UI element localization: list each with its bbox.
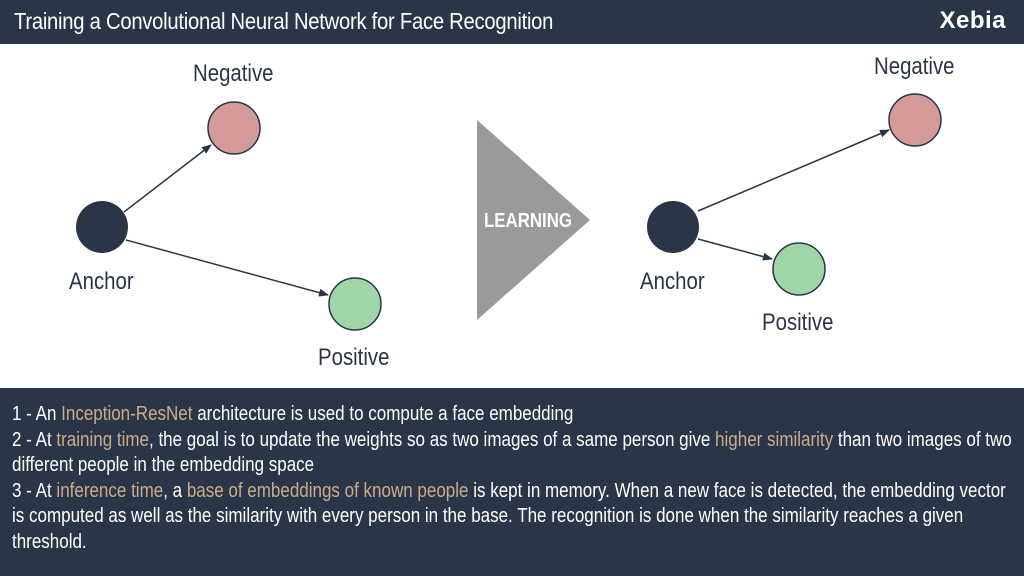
left-anchor-node xyxy=(76,201,128,253)
right-anchor-negative-arrow xyxy=(697,129,890,212)
notes-panel: 1 - An Inception-ResNet architecture is … xyxy=(0,388,1024,576)
right-positive-label: Positive xyxy=(762,309,834,336)
right-negative-node xyxy=(888,93,942,147)
note-item-2: 2 - At training time, the goal is to upd… xyxy=(12,428,1015,479)
note-2-text-mid: , the goal is to update the weights so a… xyxy=(149,428,716,451)
left-anchor-label: Anchor xyxy=(69,268,134,295)
learning-arrow-label: LEARNING xyxy=(484,210,572,232)
note-2-highlight-2: higher similarity xyxy=(715,428,834,451)
note-item-3: 3 - At inference time, a base of embeddi… xyxy=(12,479,1015,556)
xebia-logo: Xebia xyxy=(939,7,1006,35)
left-anchor-negative-arrow xyxy=(123,144,212,213)
note-3-highlight-2: base of embeddings of known people xyxy=(186,479,469,502)
note-2-text-end: than two images of two different people … xyxy=(12,428,1012,477)
page-title: Training a Convolutional Neural Network … xyxy=(14,8,554,34)
diagram-canvas: LEARNING xyxy=(76,93,942,331)
header-bar: Training a Convolutional Neural Network … xyxy=(0,0,1024,44)
triplet-diagram: LEARNING Negative Anchor Positive Negati… xyxy=(0,44,1024,388)
note-3-highlight-1: inference time xyxy=(56,479,164,502)
note-1-highlight: Inception-ResNet xyxy=(61,403,193,425)
left-negative-node xyxy=(207,101,261,155)
note-1-text: 1 - An xyxy=(12,403,62,425)
right-positive-node xyxy=(772,242,826,296)
notes-text: 1 - An Inception-ResNet architecture is … xyxy=(12,402,1015,555)
note-1-text-end: architecture is used to compute a face e… xyxy=(192,403,574,425)
note-item-1: 1 - An Inception-ResNet architecture is … xyxy=(12,402,1015,428)
right-anchor-node xyxy=(647,201,699,253)
learning-arrow xyxy=(477,120,590,320)
note-2-text: 2 - At xyxy=(12,428,57,451)
right-anchor-label: Anchor xyxy=(640,268,705,295)
right-anchor-positive-arrow xyxy=(697,238,773,261)
left-positive-node xyxy=(328,277,382,331)
left-negative-label: Negative xyxy=(193,60,274,87)
note-3-text: 3 - At xyxy=(12,479,57,502)
logo-text: Xebia xyxy=(939,7,1006,34)
note-3-text-mid: , a xyxy=(163,479,187,502)
left-anchor-positive-arrow xyxy=(125,239,329,297)
right-negative-label: Negative xyxy=(874,53,955,80)
note-3-text-end: is kept in memory. When a new face is de… xyxy=(12,479,1006,553)
note-2-highlight-1: training time xyxy=(56,428,150,451)
left-positive-label: Positive xyxy=(318,344,390,371)
